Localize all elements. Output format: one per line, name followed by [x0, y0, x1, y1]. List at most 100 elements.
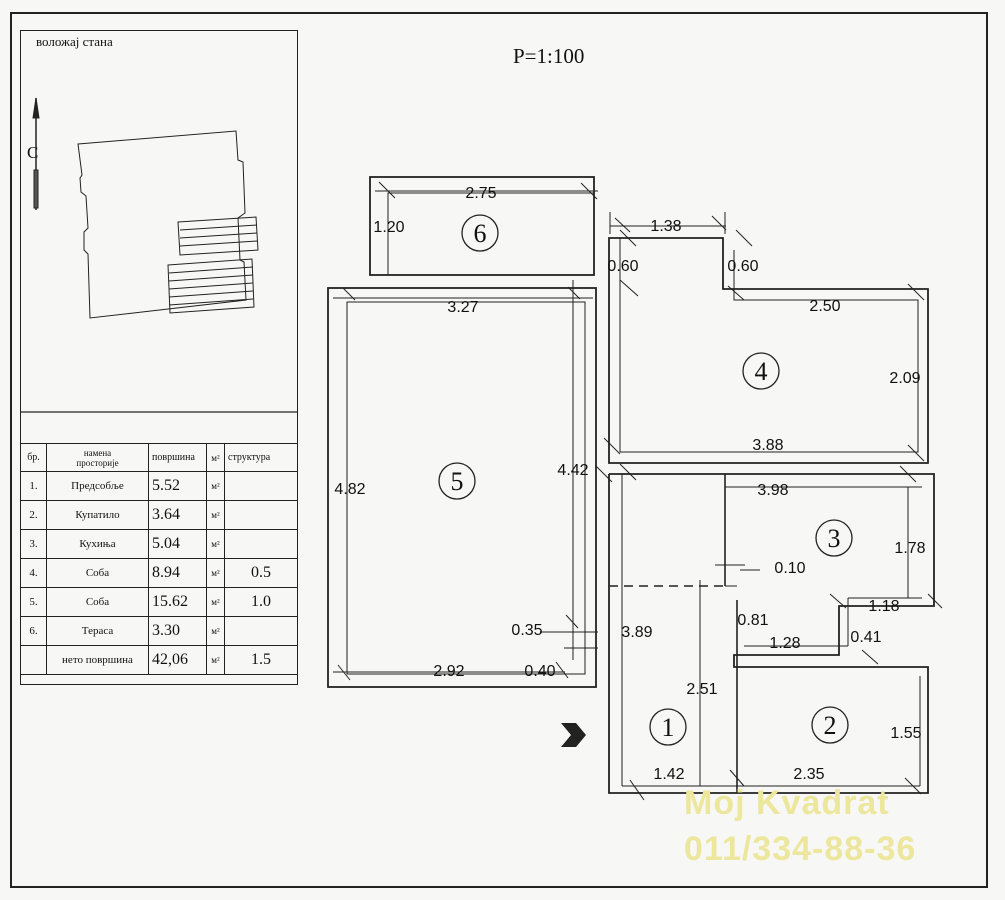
legend-total-blank: [20, 645, 47, 675]
room-6-outline: [369, 176, 598, 276]
entrance-arrow-icon: [561, 723, 586, 747]
legend-cell-name: Соба: [46, 558, 149, 588]
room-4-outline: [603, 212, 929, 464]
room-5-circle: [438, 462, 476, 500]
legend-cell-structure: [224, 471, 298, 501]
legend-header-name-line2: просторије: [76, 457, 119, 468]
watermark-name: Moj Kvadrat: [684, 784, 890, 822]
legend-cell-name: Предсобље: [46, 471, 149, 501]
dim-room4-notch1: 0.60: [607, 258, 638, 275]
watermark-phone: 011/334-88-36: [684, 830, 917, 868]
dim-room6-width: 2.75: [465, 185, 496, 202]
dim-room5-height: 4.82: [334, 481, 365, 498]
legend-cell-name: Соба: [46, 587, 149, 617]
room-2-number: 2: [824, 711, 837, 740]
room-3-1-2-outline: [595, 463, 943, 801]
legend-cell-structure: [224, 616, 298, 646]
dim-room2-width: 2.35: [793, 766, 824, 783]
room-1-number: 1: [662, 713, 675, 742]
legend-total-row: нето површина 42,06 м² 1.5: [20, 645, 298, 675]
legend-cell-area: 3.64: [148, 500, 207, 530]
legend-cell-unit: м²: [206, 471, 225, 501]
room-3-circle: [815, 519, 853, 557]
north-arrow-icon: [32, 97, 40, 210]
room-legend-table: бр. намена просторије површина м² структ…: [20, 443, 298, 675]
legend-cell-no: 4.: [20, 558, 47, 588]
dim-room5-step1: 0.35: [511, 622, 542, 639]
legend-header-area: површина: [148, 443, 207, 472]
legend-row: 5. Соба 15.62 м² 1.0: [20, 587, 298, 617]
room-6-number: 6: [474, 219, 487, 248]
room-4-number: 4: [755, 357, 768, 386]
legend-cell-unit: м²: [206, 616, 225, 646]
room-5-outline: [327, 280, 598, 688]
dim-room5-width: 3.27: [447, 299, 478, 316]
room-6-circle: [461, 214, 499, 252]
legend-row: 1. Предсобље 5.52 м²: [20, 471, 298, 501]
room-1-circle: [649, 708, 687, 746]
legend-row: 3. Кухиња 5.04 м²: [20, 529, 298, 559]
legend-cell-no: 5.: [20, 587, 47, 617]
legend-cell-no: 6.: [20, 616, 47, 646]
legend-header-name-line1: намена: [83, 447, 112, 458]
legend-row: 2. Купатило 3.64 м²: [20, 500, 298, 530]
legend-header-no: бр.: [20, 443, 47, 472]
legend-total-structure: 1.5: [224, 645, 298, 675]
legend-header-name: намена просторије: [46, 443, 149, 472]
legend-row: 6. Тераса 3.30 м²: [20, 616, 298, 646]
dim-room5-step2: 0.40: [524, 663, 555, 680]
dim-room3-height: 1.78: [894, 540, 925, 557]
dim-room3-step5: 0.41: [850, 629, 881, 646]
legend-total-label: нето површина: [46, 645, 149, 675]
legend-cell-name: Кухиња: [46, 529, 149, 559]
dim-room4-bottom: 3.88: [752, 437, 783, 454]
dim-room5-bottom: 2.92: [433, 663, 464, 680]
dim-room4-notch2: 0.60: [727, 258, 758, 275]
legend-cell-name: Тераса: [46, 616, 149, 646]
north-label: C: [27, 143, 39, 162]
legend-cell-unit: м²: [206, 529, 225, 559]
building-sketch: [77, 130, 259, 319]
legend-cell-no: 3.: [20, 529, 47, 559]
legend-cell-area: 3.30: [148, 616, 207, 646]
dim-room3-step3: 1.18: [868, 598, 899, 615]
room-4-circle: [742, 352, 780, 390]
dim-room1-width: 1.42: [653, 766, 684, 783]
legend-cell-structure: [224, 529, 298, 559]
legend-cell-area: 8.94: [148, 558, 207, 588]
legend-header-row: бр. намена просторије површина м² структ…: [20, 443, 298, 472]
dim-room3-step2: 0.81: [737, 612, 768, 629]
legend-cell-unit: м²: [206, 500, 225, 530]
legend-cell-area: 15.62: [148, 587, 207, 617]
dim-room1-height: 3.89: [621, 624, 652, 641]
legend-cell-no: 1.: [20, 471, 47, 501]
legend-row: 4. Соба 8.94 м² 0.5: [20, 558, 298, 588]
dim-room2-height: 1.55: [890, 725, 921, 742]
dim-room3-step4: 1.28: [769, 635, 800, 652]
legend-header-unit: м²: [206, 443, 225, 472]
legend-cell-name: Купатило: [46, 500, 149, 530]
dim-room5-inner-height: 4.42: [557, 462, 588, 479]
legend-cell-structure: 1.0: [224, 587, 298, 617]
legend-cell-area: 5.52: [148, 471, 207, 501]
location-panel: [20, 30, 298, 685]
dim-room6-height: 1.20: [373, 219, 404, 236]
dim-room4-width: 2.50: [809, 298, 840, 315]
dim-room4-height: 2.09: [889, 370, 920, 387]
room-5-number: 5: [451, 467, 464, 496]
dim-room1-height2: 2.51: [686, 681, 717, 698]
room-3-number: 3: [828, 524, 841, 553]
location-panel-title: воложај стана: [36, 34, 113, 49]
room-2-circle: [811, 706, 849, 744]
legend-total-area: 42,06: [148, 645, 207, 675]
legend-cell-structure: [224, 500, 298, 530]
legend-total-unit: м²: [206, 645, 225, 675]
scale-label: P=1:100: [513, 44, 585, 68]
dim-room3-step: 0.10: [774, 560, 805, 577]
legend-cell-no: 2.: [20, 500, 47, 530]
dim-room4-top: 1.38: [650, 218, 681, 235]
sheet-border: [10, 12, 988, 888]
legend-header-structure: структура: [224, 443, 298, 472]
